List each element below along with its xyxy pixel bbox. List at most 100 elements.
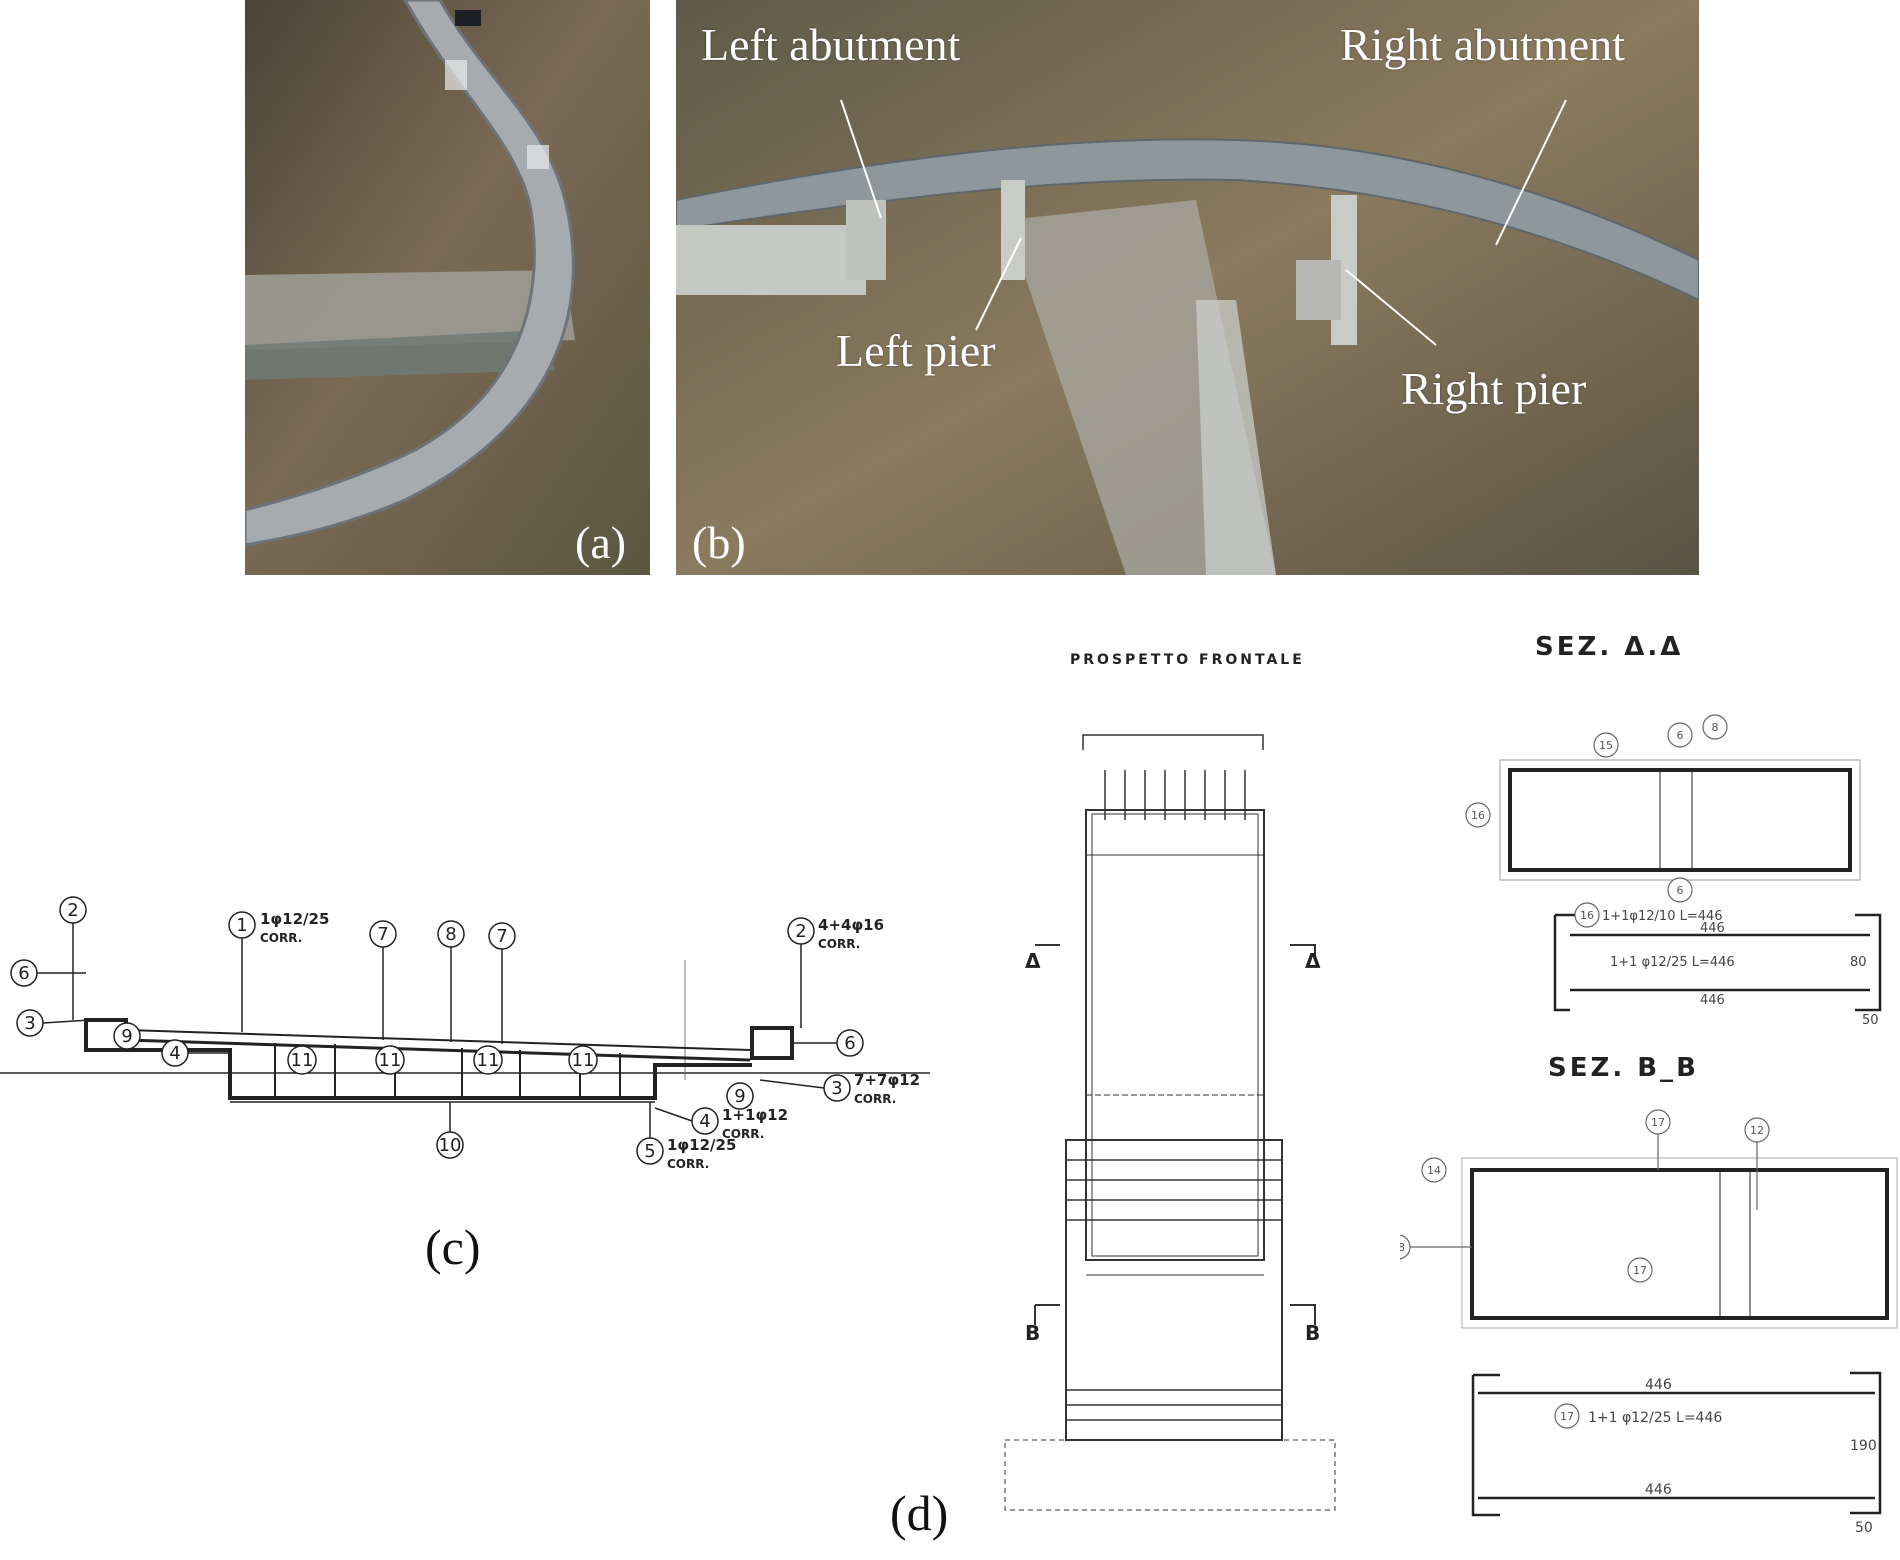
note-bar2-corr: CORR.: [818, 937, 860, 951]
pier-elevation-drawing: Δ Δ B B: [1000, 690, 1340, 1520]
svg-text:16: 16: [1471, 809, 1485, 822]
label-right-abutment: Right abutment: [1340, 19, 1625, 70]
callout-7-left: 7: [369, 920, 397, 1040]
crosswalk: [445, 60, 467, 90]
svg-text:3: 3: [24, 1013, 35, 1034]
deck-section-drawing: 2 6 3 9 4 1 7 8 7 11 11 11 11 10 2 6 9 3…: [0, 880, 940, 1200]
panel-d-letter: (d): [890, 1485, 949, 1541]
svg-text:12: 12: [1750, 1124, 1764, 1137]
deck-top-slab: [125, 1029, 751, 1051]
callout-3-right: 3: [759, 1074, 851, 1102]
waterfall: [1196, 300, 1276, 575]
svg-text:6: 6: [1677, 884, 1684, 897]
left-abutment-wall: [676, 225, 866, 295]
panel-a-letter: (a): [575, 517, 627, 568]
river: [245, 330, 555, 380]
callout-11: 11: [375, 1045, 405, 1075]
pier-elevation-svg: Δ Δ B B: [1004, 734, 1336, 1511]
top-bar-dimension: [1082, 734, 1264, 750]
photo-panel-a: (a): [245, 0, 650, 575]
right-pier-base: [1296, 260, 1341, 320]
svg-text:17: 17: [1633, 1264, 1647, 1277]
leader-left-pier: [975, 237, 1022, 331]
callout-9-right: 9: [726, 1082, 754, 1110]
pier-shaft-upper: [1085, 809, 1265, 1261]
pier-shaft-inner: [1091, 813, 1259, 1257]
callout-10: 10: [436, 1102, 464, 1159]
note-bar1: 1φ12/25: [260, 910, 329, 928]
note-a-top: 1+1φ12/10 L=446: [1602, 909, 1723, 924]
svg-text:11: 11: [572, 1050, 595, 1071]
svg-text:8: 8: [445, 924, 456, 945]
svg-text:18: 18: [1400, 1241, 1405, 1254]
callout-11: 11: [568, 1045, 598, 1075]
callout-11: 11: [473, 1045, 503, 1075]
svg-text:2: 2: [795, 921, 806, 942]
svg-text:3: 3: [831, 1078, 842, 1099]
pier-shaft-lower: [1065, 1139, 1283, 1441]
note-bar3-corr: CORR.: [854, 1092, 896, 1106]
callout-17-top: 17: [1645, 1109, 1671, 1170]
leader-right-abutment: [1495, 99, 1567, 246]
note-b-len-bottom: 446: [1645, 1482, 1672, 1498]
section-mark-b-left: B: [1025, 1321, 1040, 1345]
callout-16: 16: [1465, 802, 1491, 828]
label-left-abutment: Left abutment: [701, 19, 961, 70]
crosswalk: [527, 145, 549, 169]
svg-text:11: 11: [379, 1050, 402, 1071]
svg-text:6: 6: [1677, 729, 1684, 742]
note-b-mid: 1+1 φ12/25 L=446: [1588, 1410, 1722, 1426]
svg-text:6: 6: [18, 963, 29, 984]
svg-text:1: 1: [236, 915, 247, 936]
note-a-len-bottom: 446: [1700, 993, 1725, 1008]
callout-17-bar: 17: [1554, 1403, 1580, 1429]
section-b-svg: 17 12 14 18 17 17 1+1 φ12/25 L=446 446 4…: [1385, 1109, 1898, 1536]
note-bar2: 4+4φ16: [818, 916, 884, 934]
panel-b-letter: (b): [692, 517, 746, 568]
curved-road-deck: [245, 0, 575, 547]
section-a-cover: [1499, 759, 1861, 881]
panel-c-letter: (c): [425, 1219, 481, 1275]
svg-text:11: 11: [477, 1050, 500, 1071]
callout-2-right: 2: [787, 917, 815, 1028]
callout-11: 11: [287, 1045, 317, 1075]
svg-text:7: 7: [496, 926, 507, 947]
callout-18: 18: [1385, 1234, 1472, 1260]
foundation: [1004, 1439, 1336, 1511]
section-b-title: SEZ. B_B: [1548, 1053, 1699, 1083]
section-b-cover: [1461, 1157, 1898, 1329]
section-b-drawing: 17 12 14 18 17 17 1+1 φ12/25 L=446 446 4…: [1385, 1100, 1900, 1555]
deck-section-svg: 2 6 3 9 4 1 7 8 7 11 11 11 11 10 2 6 9 3…: [0, 896, 930, 1171]
svg-text:16: 16: [1580, 909, 1594, 922]
callout-14: 14: [1421, 1157, 1447, 1183]
section-mark-a-left: Δ: [1025, 949, 1041, 973]
section-a-svg: 15 6 8 16 16 6 1+1φ12/10 L=446 446 1+1 φ…: [1465, 714, 1882, 1028]
callout-12: 12: [1744, 1117, 1770, 1210]
note-bar5-corr: CORR.: [667, 1157, 709, 1171]
svg-text:4: 4: [169, 1043, 180, 1064]
note-bar3: 7+7φ12: [854, 1071, 920, 1089]
callout-3-left: 3: [16, 1009, 91, 1037]
callout-6-right: 6: [792, 1029, 864, 1057]
svg-text:2: 2: [67, 900, 78, 921]
section-a-drawing: 15 6 8 16 16 6 1+1φ12/10 L=446 446 1+1 φ…: [1430, 700, 1900, 1070]
svg-text:10: 10: [439, 1135, 462, 1156]
leader-right-pier: [1345, 269, 1437, 346]
svg-text:6: 6: [844, 1033, 855, 1054]
callout-5: 5: [636, 1102, 664, 1165]
callout-4-left: 4: [161, 1039, 230, 1067]
callout-6-left: 6: [10, 959, 86, 987]
note-bar5: 1φ12/25: [667, 1136, 736, 1154]
callout-16: 16: [1574, 902, 1600, 928]
callout-7-right: 7: [488, 922, 516, 1044]
note-a-height: 80: [1850, 955, 1867, 970]
car: [455, 10, 481, 26]
note-a-mid: 1+1 φ12/25 L=446: [1610, 955, 1735, 970]
callout-1: 1: [228, 911, 256, 1032]
svg-text:4: 4: [699, 1111, 710, 1132]
note-bar4-corr: CORR.: [722, 1127, 764, 1141]
left-pier: [1001, 180, 1025, 280]
note-bar1-corr: CORR.: [260, 931, 302, 945]
callout-9-left: 9: [113, 1022, 141, 1050]
section-mark-a-right: Δ: [1305, 949, 1321, 973]
